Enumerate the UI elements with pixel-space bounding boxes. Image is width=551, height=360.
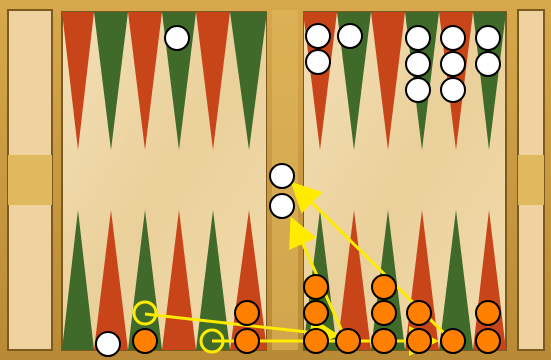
checker-orange[interactable] [476, 329, 500, 353]
checker-orange[interactable] [372, 329, 396, 353]
checker-orange[interactable] [372, 275, 396, 299]
checker-orange[interactable] [235, 329, 259, 353]
checker-orange[interactable] [336, 329, 360, 353]
left-board-felt [62, 12, 267, 350]
checker-white[interactable] [406, 26, 430, 50]
checker-white[interactable] [338, 24, 362, 48]
checker-white[interactable] [165, 26, 189, 50]
checker-white[interactable] [96, 332, 120, 356]
checker-orange[interactable] [304, 329, 328, 353]
checker-orange[interactable] [407, 329, 431, 353]
checker-orange[interactable] [133, 329, 157, 353]
checker-orange[interactable] [235, 301, 259, 325]
checker-white[interactable] [441, 52, 465, 76]
left-tray-divider [8, 155, 52, 205]
checker-white[interactable] [476, 26, 500, 50]
checker-orange[interactable] [407, 301, 431, 325]
checker-white[interactable] [406, 52, 430, 76]
checker-orange[interactable] [372, 301, 396, 325]
checker-orange[interactable] [476, 301, 500, 325]
right-tray-divider [518, 155, 544, 205]
checker-white[interactable] [441, 78, 465, 102]
checker-white[interactable] [306, 50, 330, 74]
checker-white[interactable] [406, 78, 430, 102]
checker-orange[interactable] [304, 275, 328, 299]
checker-white[interactable] [270, 164, 294, 188]
checker-white[interactable] [476, 52, 500, 76]
checker-orange[interactable] [304, 301, 328, 325]
checker-white[interactable] [441, 26, 465, 50]
checker-white[interactable] [270, 194, 294, 218]
checker-white[interactable] [306, 24, 330, 48]
checker-orange[interactable] [441, 329, 465, 353]
